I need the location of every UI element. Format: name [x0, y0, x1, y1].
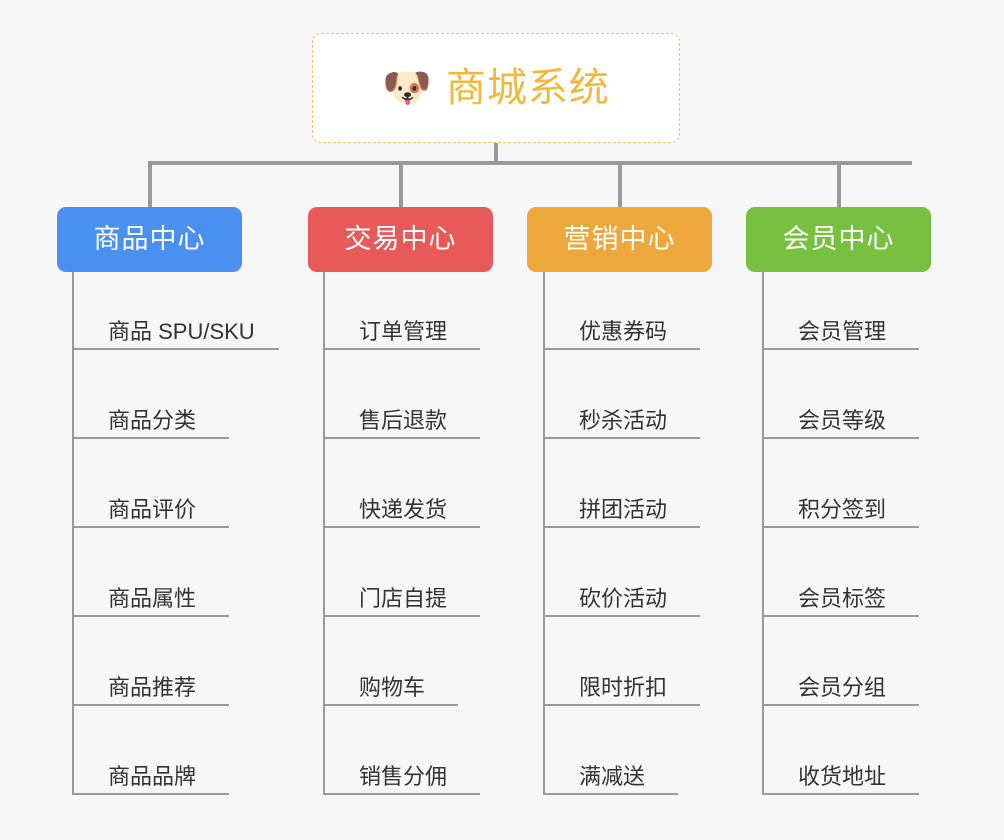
leaf-item-label: 快递发货 — [359, 497, 448, 522]
category-label: 交易中心 — [344, 224, 457, 254]
leaf-item-label: 商品 SPU/SKU — [108, 319, 255, 344]
leaf-item-underline — [325, 437, 480, 439]
leaf-item-label: 优惠券码 — [579, 319, 668, 344]
leaf-item-underline — [764, 348, 919, 350]
leaf-item-underline — [764, 526, 919, 528]
category-box-trade-center[interactable]: 交易中心 — [308, 207, 493, 272]
leaf-item-underline — [325, 526, 480, 528]
connector-root-stem — [494, 143, 498, 163]
leaf-item-underline — [764, 793, 919, 795]
leaf-item-label: 订单管理 — [359, 319, 448, 344]
leaf-item-underline — [74, 437, 229, 439]
category-label: 营销中心 — [563, 224, 676, 254]
leaf-item-label: 售后退款 — [359, 408, 448, 433]
leaf-item-label: 会员等级 — [798, 408, 887, 433]
leaf-item-underline — [764, 437, 919, 439]
category-label: 商品中心 — [93, 224, 206, 254]
leaf-item-label: 会员管理 — [798, 319, 887, 344]
leaf-item-underline — [74, 348, 279, 350]
leaf-item-underline — [545, 526, 700, 528]
leaf-item-underline — [545, 348, 700, 350]
leaf-item-label: 收货地址 — [798, 764, 887, 789]
category-box-product-center[interactable]: 商品中心 — [57, 207, 242, 272]
leaf-item-underline — [325, 793, 480, 795]
column-spine — [762, 272, 764, 795]
leaf-item-underline — [74, 615, 229, 617]
leaf-item-underline — [545, 615, 700, 617]
leaf-item-underline — [325, 348, 480, 350]
leaf-item-underline — [764, 615, 919, 617]
leaf-item-label: 商品属性 — [108, 586, 197, 611]
category-box-member-center[interactable]: 会员中心 — [746, 207, 931, 272]
leaf-item-underline — [325, 615, 480, 617]
leaf-item-label: 会员标签 — [798, 586, 887, 611]
connector-drop-member-center — [836, 161, 841, 207]
category-box-marketing-center[interactable]: 营销中心 — [527, 207, 712, 272]
leaf-item-label: 拼团活动 — [579, 497, 668, 522]
leaf-item-label: 满减送 — [579, 764, 646, 789]
leaf-item-label: 砍价活动 — [579, 586, 668, 611]
leaf-item-underline — [325, 704, 458, 706]
leaf-item-label: 商品品牌 — [108, 764, 197, 789]
leaf-item-label: 商品评价 — [108, 497, 197, 522]
connector-drop-marketing-center — [617, 161, 622, 207]
leaf-item-label: 购物车 — [359, 675, 426, 700]
connector-drop-product-center — [147, 161, 152, 207]
leaf-item-label: 会员分组 — [798, 675, 887, 700]
leaf-item-label: 商品分类 — [108, 408, 197, 433]
connector-horizontal-bus — [148, 161, 912, 165]
leaf-item-underline — [74, 526, 229, 528]
leaf-item-underline — [764, 704, 919, 706]
leaf-item-label: 商品推荐 — [108, 675, 197, 700]
leaf-item-label: 秒杀活动 — [579, 408, 668, 433]
leaf-item-underline — [545, 704, 700, 706]
leaf-item-underline — [74, 704, 229, 706]
column-spine — [543, 272, 545, 795]
root-node-shop-system[interactable]: 🐶 商城系统 — [312, 33, 680, 143]
dog-face-icon: 🐶 — [382, 66, 432, 110]
leaf-item-underline — [545, 793, 678, 795]
leaf-item-underline — [74, 793, 229, 795]
leaf-item-label: 积分签到 — [798, 497, 887, 522]
category-label: 会员中心 — [782, 224, 895, 254]
leaf-item-label: 销售分佣 — [359, 764, 448, 789]
leaf-item-label: 门店自提 — [359, 586, 448, 611]
leaf-item-label: 限时折扣 — [579, 675, 668, 700]
leaf-item-underline — [545, 437, 700, 439]
connector-drop-trade-center — [398, 161, 403, 207]
column-spine — [323, 272, 325, 795]
root-node-title: 商城系统 — [445, 66, 610, 110]
column-spine — [72, 272, 74, 795]
